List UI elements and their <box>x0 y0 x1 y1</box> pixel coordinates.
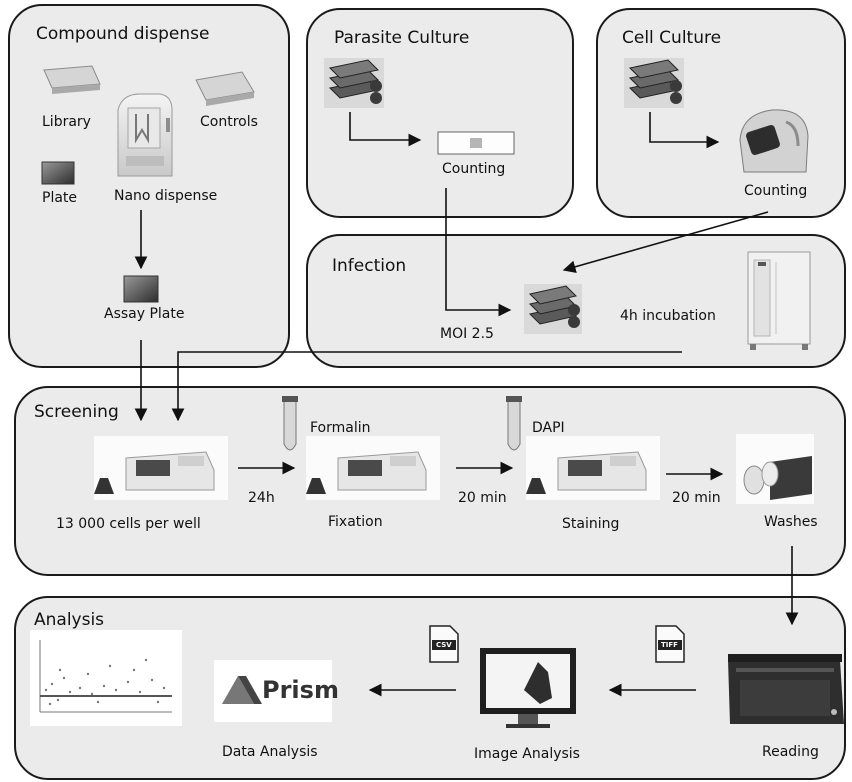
csv-label: CSV <box>436 641 452 649</box>
arrow-cell-flask-to-counter <box>649 112 720 149</box>
washer-machine-1-icon <box>94 436 228 500</box>
cell-counter-icon <box>739 109 809 173</box>
monitor-icon <box>480 648 576 728</box>
arrow-infection-to-screening <box>171 351 682 422</box>
compound-dispense-panel <box>8 4 290 368</box>
screening-title: Screening <box>34 402 119 422</box>
dapi-tube-icon <box>506 396 522 451</box>
arrow-cell-count-to-infection <box>562 211 769 274</box>
infection-flasks-icon <box>524 284 582 334</box>
cell-culture-title: Cell Culture <box>622 28 722 48</box>
parasite-flasks-icon <box>324 58 384 108</box>
scatter-plot-thumbnail <box>30 630 182 726</box>
arrow-flask-to-counting <box>349 112 422 147</box>
tiff-file-icon <box>655 625 685 663</box>
prism-logo-icon <box>214 660 332 722</box>
assay-plate-icon <box>123 275 159 303</box>
formalin-label: Formalin <box>310 420 371 436</box>
cell-counting-label: Counting <box>744 183 808 199</box>
plate-label: Plate <box>42 190 78 206</box>
incubation-label: 4h incubation <box>620 308 716 324</box>
cells-per-well-label: 13 000 cells per well <box>56 516 201 532</box>
assay-plate-label: Assay Plate <box>104 306 185 322</box>
library-label: Library <box>42 114 91 130</box>
dapi-label: DAPI <box>532 420 565 436</box>
staining-label: Staining <box>562 516 620 532</box>
controls-plate-icon <box>195 71 255 106</box>
data-analysis-label: Data Analysis <box>222 744 318 760</box>
counting-slide-icon <box>437 131 515 155</box>
parasite-culture-title: Parasite Culture <box>334 28 470 48</box>
tiff-label: TIFF <box>661 641 678 649</box>
image-analysis-label: Image Analysis <box>474 746 580 762</box>
plate-reader-icon <box>728 654 844 724</box>
incubation-24h-label: 24h <box>248 490 275 506</box>
time-20min-2-label: 20 min <box>672 490 721 506</box>
library-plate-icon <box>43 65 101 94</box>
washer-machine-2-icon <box>306 436 440 500</box>
nano-dispense-label: Nano dispense <box>114 188 218 204</box>
incubator-icon <box>747 251 811 350</box>
moi-label: MOI 2.5 <box>440 326 494 342</box>
analysis-title: Analysis <box>34 610 105 630</box>
formalin-tube-icon <box>282 396 298 451</box>
cell-flasks-icon <box>624 58 684 108</box>
infection-title: Infection <box>332 256 407 276</box>
plate-icon <box>41 161 75 185</box>
controls-label: Controls <box>200 114 258 130</box>
fixation-label: Fixation <box>328 514 383 530</box>
reading-label: Reading <box>762 744 819 760</box>
cell-culture-panel <box>596 8 846 218</box>
compound-dispense-title: Compound dispense <box>36 24 210 44</box>
parasite-counting-label: Counting <box>442 161 506 177</box>
csv-file-icon <box>429 625 459 663</box>
prism-logo-text: Prism <box>262 676 339 704</box>
washes-label: Washes <box>764 514 818 530</box>
time-20min-1-label: 20 min <box>458 490 507 506</box>
nano-dispenser-icon <box>117 93 173 177</box>
arrow-parasite-count-to-infection <box>445 188 512 317</box>
washes-station-icon <box>736 434 814 504</box>
washer-machine-3-icon <box>526 436 660 500</box>
